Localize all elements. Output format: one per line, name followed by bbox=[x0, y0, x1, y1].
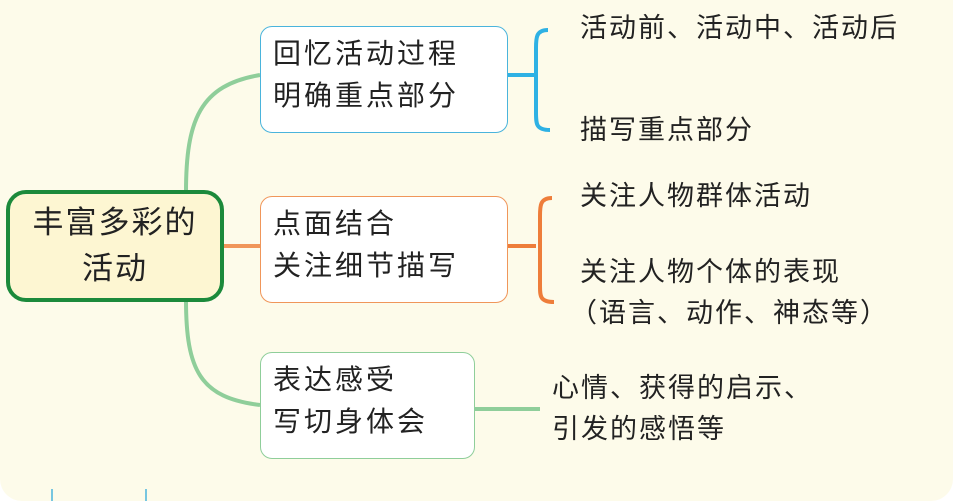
leaf-describe-key-part: 描写重点部分 bbox=[580, 115, 754, 146]
bottom-edge-marks bbox=[51, 489, 147, 501]
branch-3-line-2: 写切身体会 bbox=[273, 405, 429, 438]
branch-2-line-1: 点面结合 bbox=[273, 207, 398, 240]
leaf-individual-performance: 关注人物个体的表现 （语言、动作、神态等） bbox=[570, 257, 889, 329]
leaf-group-activity: 关注人物群体活动 bbox=[580, 181, 812, 212]
branch-2-line-2: 关注细节描写 bbox=[273, 249, 460, 282]
root-topic-line-2: 活动 bbox=[82, 251, 148, 287]
branch-1-line-2: 明确重点部分 bbox=[273, 79, 460, 112]
branch-recall-process: 回忆活动过程 明确重点部分 bbox=[260, 26, 508, 133]
connector-root-branch-3 bbox=[184, 299, 261, 407]
root-topic-line-1: 丰富多彩的 bbox=[32, 205, 198, 241]
leaf-feelings-insights: 心情、获得的启示、 引发的感悟等 bbox=[552, 373, 813, 445]
connector-root-branch-1 bbox=[184, 73, 261, 193]
branch-3-line-1: 表达感受 bbox=[273, 363, 398, 396]
branch-express-feelings: 表达感受 写切身体会 bbox=[260, 352, 475, 459]
branch-1-line-1: 回忆活动过程 bbox=[273, 37, 460, 70]
connector-branch-2-bracket bbox=[508, 196, 555, 304]
leaf-activity-stages: 活动前、活动中、活动后 bbox=[580, 13, 899, 44]
connector-branch-1-bracket bbox=[508, 28, 551, 132]
branch-point-and-surface: 点面结合 关注细节描写 bbox=[260, 196, 508, 303]
root-topic: 丰富多彩的 活动 bbox=[6, 190, 224, 302]
